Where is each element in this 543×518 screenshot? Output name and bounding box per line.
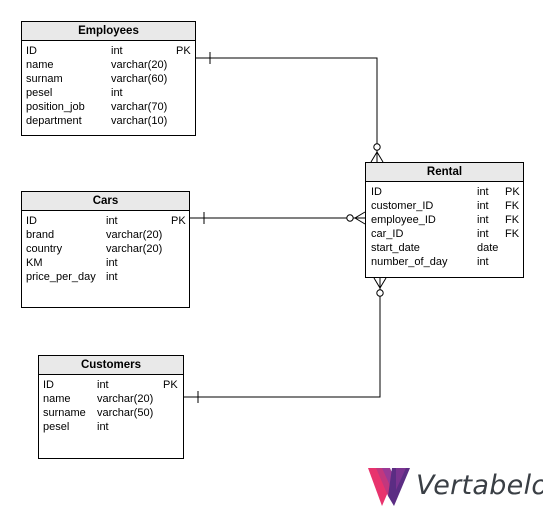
column-type: int	[477, 228, 489, 240]
column-name: pesel	[43, 421, 70, 433]
column-type: int	[477, 256, 489, 268]
column-row: surname varchar(50)	[39, 406, 183, 420]
entity-customers[interactable]: Customers ID int PK name varchar(20) surnam…	[38, 355, 184, 459]
column-key: PK	[163, 379, 178, 391]
entity-title: Rental	[366, 163, 523, 182]
column-row: KM int	[22, 256, 189, 270]
zero-mark	[346, 214, 354, 222]
column-type: varchar(20)	[106, 229, 163, 241]
entity-title: Employees	[22, 22, 195, 41]
entity-cars[interactable]: Cars ID int PK brand varchar(20) country var…	[21, 191, 190, 308]
column-type: varchar(20)	[111, 59, 168, 71]
column-row: brand varchar(20)	[22, 228, 189, 242]
column-row: country varchar(20)	[22, 242, 189, 256]
column-row: employee_ID int FK	[366, 213, 523, 227]
column-type: varchar(60)	[111, 73, 168, 85]
column-key: FK	[505, 200, 520, 212]
column-row: ID int PK	[39, 378, 183, 392]
column-row: car_ID int FK	[366, 227, 523, 241]
column-type: int	[477, 214, 489, 226]
column-row: position_job varchar(70)	[22, 100, 195, 114]
column-key: FK	[505, 214, 520, 226]
column-name: KM	[26, 257, 43, 269]
column-type: int	[111, 45, 123, 57]
column-key: PK	[176, 45, 191, 57]
relationship-employees-rental	[196, 52, 384, 163]
entity-title: Cars	[22, 192, 189, 211]
column-row: name varchar(20)	[22, 58, 195, 72]
vertabelo-v-icon	[368, 468, 410, 506]
column-row: name varchar(20)	[39, 392, 183, 406]
column-type: int	[106, 215, 118, 227]
column-name: position_job	[26, 101, 85, 113]
column-name: pesel	[26, 87, 53, 99]
column-name: ID	[43, 379, 54, 391]
column-name: name	[26, 59, 54, 71]
column-type: varchar(20)	[97, 393, 154, 405]
many-crowfoot	[370, 151, 384, 163]
column-name: ID	[26, 215, 37, 227]
vertabelo-logo: Vertabelo	[366, 466, 543, 510]
vertabelo-wordmark: Vertabelo	[416, 470, 543, 501]
column-type: varchar(70)	[111, 101, 168, 113]
column-name: number_of_day	[371, 256, 448, 268]
column-row: number_of_day int	[366, 255, 523, 269]
zero-mark	[376, 289, 384, 297]
column-type: date	[477, 242, 499, 254]
column-name: start_date	[371, 242, 420, 254]
column-type: int	[106, 271, 118, 283]
column-row: pesel int	[22, 86, 195, 100]
column-type: int	[97, 379, 109, 391]
column-name: car_ID	[371, 228, 404, 240]
column-row: pesel int	[39, 420, 183, 434]
column-row: ID int PK	[22, 44, 195, 58]
column-name: brand	[26, 229, 55, 241]
column-name: surname	[43, 407, 86, 419]
column-key: PK	[505, 186, 520, 198]
column-name: department	[26, 115, 82, 127]
column-row: customer_ID int FK	[366, 199, 523, 213]
column-row: ID int PK	[366, 185, 523, 199]
column-type: int	[477, 186, 489, 198]
entity-title: Customers	[39, 356, 183, 375]
column-type: int	[477, 200, 489, 212]
column-name: price_per_day	[26, 271, 96, 283]
column-key: FK	[505, 228, 520, 240]
many-crowfoot	[354, 211, 366, 225]
column-type: int	[106, 257, 118, 269]
relationship-customers-rental	[184, 277, 387, 403]
column-name: name	[43, 393, 71, 405]
many-crowfoot	[373, 277, 387, 289]
column-row: ID int PK	[22, 214, 189, 228]
column-name: ID	[26, 45, 37, 57]
zero-mark	[373, 143, 381, 151]
column-name: customer_ID	[371, 200, 434, 212]
column-name: surnam	[26, 73, 63, 85]
column-name: ID	[371, 186, 382, 198]
column-row: price_per_day int	[22, 270, 189, 284]
column-name: employee_ID	[371, 214, 436, 226]
column-type: varchar(10)	[111, 115, 168, 127]
column-name: country	[26, 243, 63, 255]
column-key: PK	[171, 215, 186, 227]
column-type: varchar(50)	[97, 407, 154, 419]
column-row: department varchar(10)	[22, 114, 195, 128]
column-type: varchar(20)	[106, 243, 163, 255]
column-type: int	[97, 421, 109, 433]
entity-employees[interactable]: Employees ID int PK name varchar(20) surnam…	[21, 21, 196, 136]
column-row: surnam varchar(60)	[22, 72, 195, 86]
relationship-cars-rental	[190, 211, 366, 225]
column-row: start_date date	[366, 241, 523, 255]
column-type: int	[111, 87, 123, 99]
